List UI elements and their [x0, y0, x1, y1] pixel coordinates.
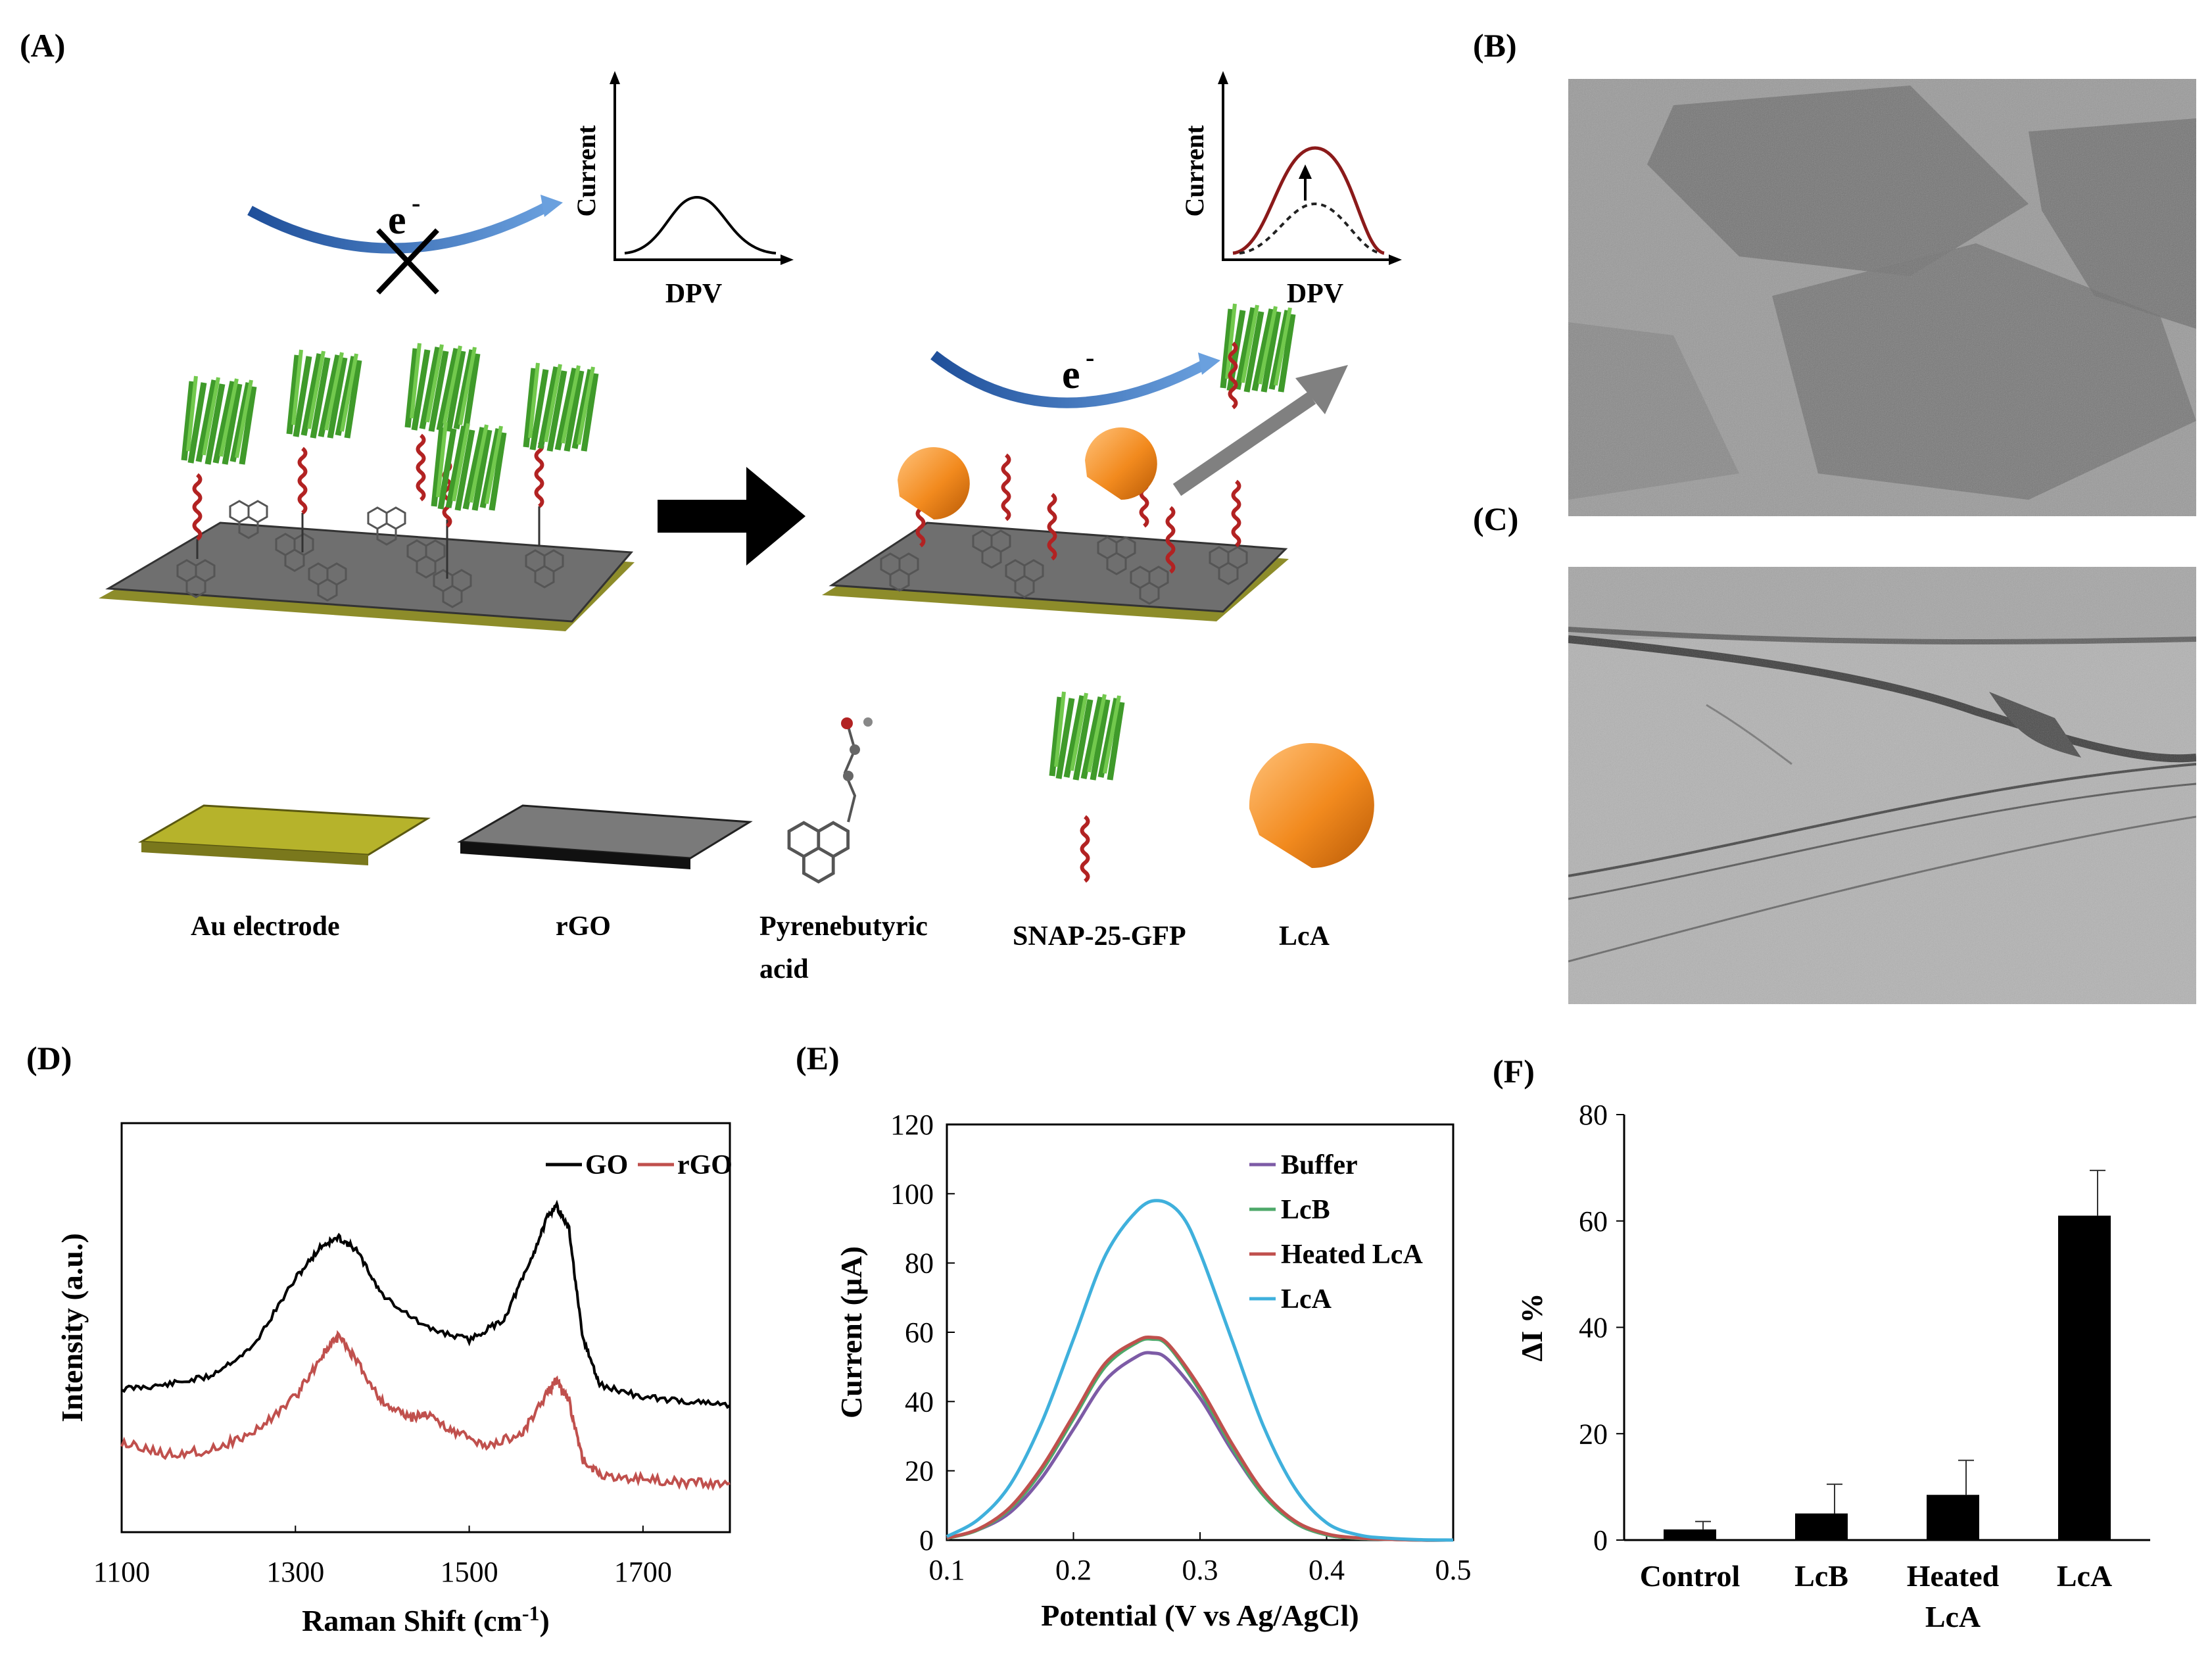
tem-image-c [1568, 567, 2196, 1004]
panel-label-e: (E) [796, 1040, 840, 1076]
inset-xlabel-right: DPV [1287, 279, 1343, 309]
legend-label: Heated LcA [1281, 1240, 1423, 1270]
legend-pyrenebutyric-line1: Pyrenebutyric [759, 911, 928, 942]
y-tick-label: 0 [1593, 1524, 1608, 1556]
series-line-buffer [946, 1351, 1454, 1542]
pyrenebutyric-acid-molecule [789, 717, 873, 882]
y-tick-label: 40 [1579, 1312, 1608, 1344]
electron-label-right: e [1062, 352, 1080, 397]
x-tick-label: 0.1 [929, 1554, 965, 1586]
plot-frame [946, 1123, 1455, 1541]
y-tick-label: 60 [905, 1316, 934, 1349]
legend-au-electrode: Au electrode [191, 911, 340, 942]
raman-chart: 1100 1300 1500 1700 GO rGO Raman Shift (cm-1) I… [55, 1122, 733, 1637]
category-label: Control [1640, 1559, 1741, 1593]
legend-label: Buffer [1281, 1150, 1358, 1180]
y-tick-label: 20 [1579, 1418, 1608, 1450]
legend-lca: LcA [1279, 921, 1330, 952]
y-axis-label: Current (µA) [834, 1246, 868, 1418]
y-tick-label: 100 [890, 1178, 934, 1210]
panel-label-c: (C) [1473, 500, 1519, 537]
x-tick-label: 0.2 [1055, 1554, 1092, 1586]
series-line-lca [946, 1199, 1454, 1542]
x-tick-label: 1700 [614, 1556, 672, 1588]
plot-frame [120, 1122, 731, 1533]
panel-label-d: (D) [26, 1040, 72, 1076]
electron-minus-left: - [412, 188, 420, 218]
y-tick-label: 40 [905, 1386, 934, 1418]
electron-minus-right: - [1086, 343, 1094, 372]
legend-label: LcA [1281, 1284, 1332, 1315]
panel-label-b: (B) [1473, 27, 1517, 64]
y-tick-label: 80 [905, 1247, 934, 1280]
bar-lca [2058, 1215, 2111, 1540]
y-tick-label: 0 [919, 1524, 934, 1556]
x-tick-label: 1300 [266, 1556, 324, 1588]
series-line-rgo [120, 1330, 731, 1491]
x-axis-label: Potential (V vs Ag/AgCl) [1041, 1599, 1358, 1632]
x-tick-label: 1100 [93, 1556, 150, 1588]
y-axis-label: ΔI % [1515, 1293, 1549, 1361]
category-label: LcA [2057, 1559, 2112, 1593]
series-line-go [121, 1199, 731, 1409]
y-tick-label: 120 [890, 1109, 934, 1141]
electron-label-left: e [388, 198, 406, 243]
tem-image-b [1568, 79, 2196, 516]
panel-label-f: (F) [1493, 1053, 1535, 1090]
legend-rgo: rGO [556, 911, 611, 942]
x-tick-label: 0.3 [1182, 1554, 1218, 1586]
y-tick-label: 80 [1579, 1099, 1608, 1131]
legend-label: LcB [1281, 1195, 1330, 1225]
y-axis-label: Intensity (a.u.) [55, 1233, 89, 1422]
x-tick-label: 0.5 [1435, 1554, 1472, 1586]
series-line-heated-lca [946, 1335, 1454, 1542]
y-tick-label: 60 [1579, 1205, 1608, 1238]
inset-xlabel-left: DPV [665, 279, 722, 309]
category-label: Heated [1907, 1559, 2000, 1593]
bar-lcb [1795, 1513, 1848, 1540]
bar-control [1664, 1529, 1716, 1540]
y-tick-label: 20 [905, 1455, 934, 1487]
legend-label: rGO [677, 1150, 733, 1180]
x-tick-label: 0.4 [1309, 1554, 1345, 1586]
legend-label: GO [585, 1150, 628, 1180]
legend-snap-25-gfp: SNAP-25-GFP [1013, 921, 1186, 952]
category-label: LcA [1925, 1600, 1981, 1633]
category-label: LcB [1794, 1559, 1848, 1593]
series-line-lcb [946, 1337, 1454, 1542]
legend-pyrenebutyric-line2: acid [759, 954, 809, 984]
schematic-diagram: e - Current DPV e - [99, 71, 1402, 1013]
inset-ylabel-right: Current [1180, 125, 1209, 217]
inset-ylabel-left: Current [571, 125, 601, 217]
x-axis-label: Raman Shift (cm-1) [302, 1601, 550, 1637]
x-tick-label: 1500 [441, 1556, 498, 1588]
bar-heated-lca [1927, 1495, 1979, 1540]
panel-label-a: (A) [20, 27, 66, 64]
